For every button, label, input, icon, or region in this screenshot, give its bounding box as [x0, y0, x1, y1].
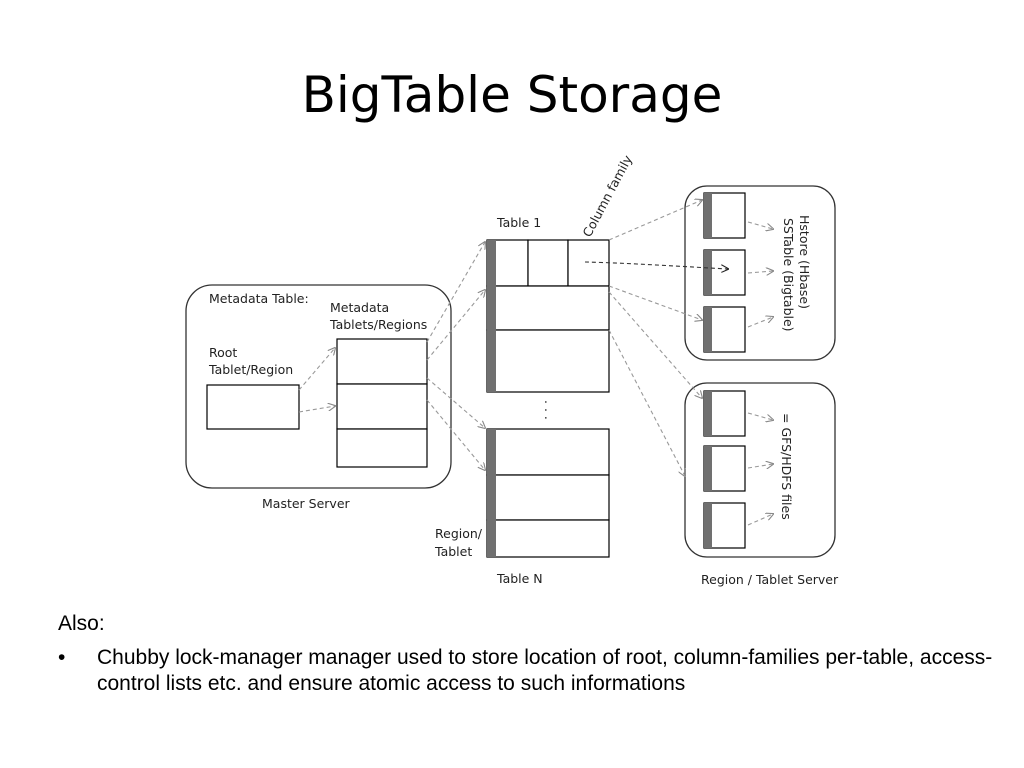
meta-to-table1-arrow-1: [426, 242, 485, 343]
store-file-1-bar: [704, 193, 712, 238]
gfs-file-1-bar: [704, 391, 712, 436]
tablen-side-bar: [487, 429, 496, 557]
table-to-server-arrow-1: [608, 200, 702, 241]
gfs-arrow-1: [747, 412, 773, 420]
table-to-server-arrow-2: [584, 261, 728, 269]
metadata-tablets-label-1: Metadata: [330, 300, 389, 315]
bullet-symbol: •: [58, 646, 66, 669]
store-arrow-1: [747, 221, 773, 229]
metadata-tablet-3: [336, 428, 428, 468]
store-arrow-3: [747, 317, 773, 328]
gfs-file-3-bar: [704, 503, 712, 548]
gfs-label: = GFS/HDFS files: [779, 413, 794, 520]
meta-to-tablen-arrow-2: [426, 399, 485, 470]
meta-to-tablen-arrow-1: [426, 377, 485, 428]
gfs-arrow-2: [747, 464, 773, 468]
store-file-3-bar: [704, 307, 712, 352]
metadata-tablet-1: [336, 338, 428, 385]
region-tablet-label-2: Tablet: [434, 544, 472, 559]
table1-cell-b: [527, 239, 569, 287]
slide-title: BigTable Storage: [301, 66, 723, 124]
tablen-label: Table N: [496, 571, 543, 586]
root-to-meta-arrow-1: [298, 348, 335, 391]
metadata-table-label: Metadata Table:: [209, 291, 309, 306]
also-label: Also:: [58, 612, 105, 635]
root-label-1: Root: [209, 345, 237, 360]
root-to-meta-arrow-2: [298, 406, 335, 413]
table1-row-2: [486, 285, 610, 331]
table1-side-bar-top: [487, 240, 496, 392]
metadata-tablet-2: [336, 383, 428, 430]
bullet-text: Chubby lock-manager manager used to stor…: [97, 646, 993, 695]
table-to-server-arrow-3: [608, 285, 702, 320]
meta-to-table1-arrow-2: [426, 290, 485, 361]
store-file-2-bar: [704, 250, 712, 295]
column-family-label: Column family: [579, 152, 635, 239]
bigtable-diagram: Metadata Table: Metadata Tablets/Regions…: [185, 152, 839, 587]
table-to-server-arrow-5: [608, 329, 685, 476]
sstable-label: SSTable (Bigtable): [781, 218, 796, 332]
root-tablet-box: [206, 384, 300, 430]
gfs-arrow-3: [747, 514, 773, 526]
table1-label: Table 1: [496, 215, 541, 230]
table-to-server-arrow-4: [608, 291, 702, 398]
root-label-2: Tablet/Region: [208, 362, 293, 377]
table1-row-3: [486, 329, 610, 393]
region-tablet-label-1: Region/: [435, 526, 483, 541]
master-server-label: Master Server: [262, 496, 351, 511]
hstore-label: Hstore (Hbase): [797, 215, 812, 309]
gfs-file-2-bar: [704, 446, 712, 491]
tablen-row-2: [486, 474, 610, 521]
table-ellipsis: . . .: [542, 400, 557, 420]
metadata-tablets-label-2: Tablets/Regions: [329, 317, 427, 332]
region-server-label: Region / Tablet Server: [701, 572, 839, 587]
tablen-row-1: [486, 428, 610, 476]
tablen-row-3: [486, 519, 610, 558]
